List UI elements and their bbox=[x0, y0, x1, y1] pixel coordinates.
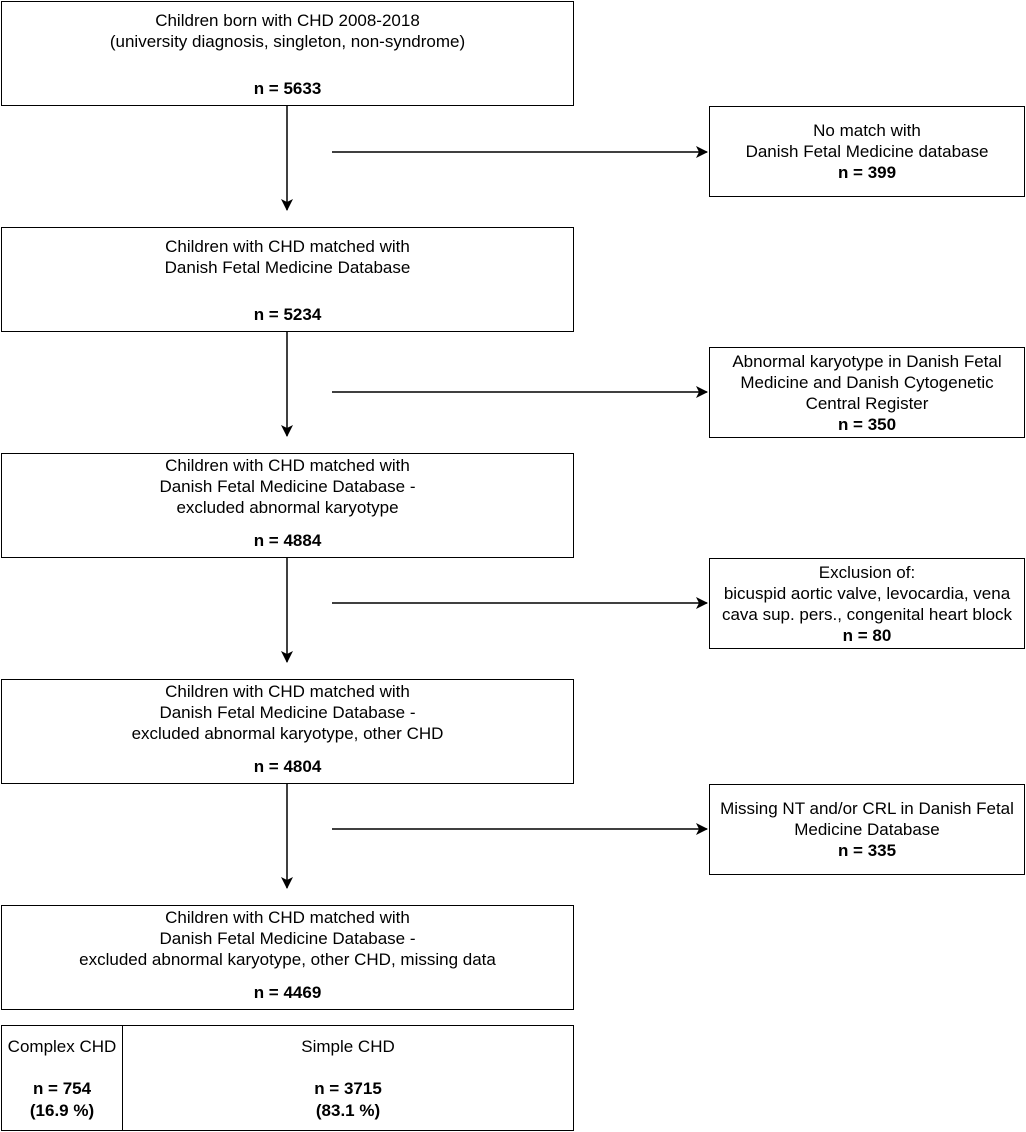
box-text-line: bicuspid aortic valve, levocardia, vena bbox=[723, 583, 1011, 603]
complex-chd-label: Complex CHD bbox=[7, 1037, 117, 1056]
box-text-line: Children with CHD matched with bbox=[165, 682, 410, 701]
box-text-line: No match with bbox=[813, 121, 921, 140]
box-excluded-missing-data: Children with CHD matched with Danish Fe… bbox=[1, 905, 574, 1010]
box-born-with-chd: Children born with CHD 2008-2018 (univer… bbox=[1, 1, 574, 106]
box-text-line: Danish Fetal Medicine Database - bbox=[159, 477, 416, 496]
box-count: n = 335 bbox=[837, 841, 897, 860]
box-exclusion-other: Exclusion of: bicuspid aortic valve, lev… bbox=[709, 558, 1025, 649]
box-text-line: Missing NT and/or CRL in Danish Fetal bbox=[720, 799, 1014, 818]
box-excluded-other-chd: Children with CHD matched with Danish Fe… bbox=[1, 679, 574, 784]
box-text-line: Children born with CHD 2008-2018 bbox=[155, 11, 420, 30]
simple-chd-count: n = 3715 bbox=[314, 1079, 382, 1098]
box-text-line: Danish Fetal Medicine Database bbox=[164, 258, 411, 277]
box-text-line: cava sup. pers., congenital heart block bbox=[721, 604, 1013, 624]
box-no-match: No match with Danish Fetal Medicine data… bbox=[709, 106, 1025, 197]
box-text-line: Children with CHD matched with bbox=[165, 908, 410, 927]
box-text-line: excluded abnormal karyotype bbox=[176, 498, 399, 517]
box-chd-split: Complex CHD n = 754 (16.9 %) Simple CHD … bbox=[1, 1025, 574, 1131]
box-matched: Children with CHD matched with Danish Fe… bbox=[1, 227, 574, 332]
box-text-line: Exclusion of: bbox=[818, 562, 916, 582]
box-count: n = 80 bbox=[842, 625, 892, 645]
box-count: n = 399 bbox=[837, 163, 897, 182]
box-abnormal-karyotype: Abnormal karyotype in Danish Fetal Medic… bbox=[709, 347, 1025, 438]
box-count: n = 5633 bbox=[253, 79, 322, 98]
simple-chd-label: Simple CHD bbox=[301, 1037, 395, 1056]
box-missing-nt-crl: Missing NT and/or CRL in Danish Fetal Me… bbox=[709, 784, 1025, 875]
box-text-line: excluded abnormal karyotype, other CHD, … bbox=[79, 950, 496, 969]
box-text-line: Danish Fetal Medicine Database - bbox=[159, 929, 416, 948]
box-count: n = 4469 bbox=[253, 983, 322, 1002]
complex-chd-count: n = 754 bbox=[32, 1079, 92, 1098]
box-count: n = 5234 bbox=[253, 305, 322, 324]
box-count: n = 4804 bbox=[253, 757, 322, 776]
box-text-line: Children with CHD matched with bbox=[165, 456, 410, 475]
complex-chd-percent: (16.9 %) bbox=[29, 1101, 95, 1120]
box-text-line: Medicine Database bbox=[794, 820, 940, 839]
box-text-line: Central Register bbox=[805, 393, 929, 413]
box-text-line: Danish Fetal Medicine database bbox=[745, 142, 989, 161]
box-text-line: excluded abnormal karyotype, other CHD bbox=[131, 724, 444, 743]
box-text-line: Danish Fetal Medicine Database - bbox=[159, 703, 416, 722]
box-text-line: (university diagnosis, singleton, non-sy… bbox=[109, 32, 466, 51]
cell-simple-chd: Simple CHD n = 3715 (83.1 %) bbox=[123, 1026, 573, 1130]
simple-chd-percent: (83.1 %) bbox=[315, 1101, 381, 1120]
box-count: n = 350 bbox=[837, 414, 897, 434]
cell-complex-chd: Complex CHD n = 754 (16.9 %) bbox=[2, 1026, 123, 1130]
box-text-line: Children with CHD matched with bbox=[165, 237, 410, 256]
box-count: n = 4884 bbox=[253, 531, 322, 550]
box-text-line: Abnormal karyotype in Danish Fetal bbox=[732, 351, 1002, 371]
box-excluded-karyotype: Children with CHD matched with Danish Fe… bbox=[1, 453, 574, 558]
box-text-line: Medicine and Danish Cytogenetic bbox=[740, 372, 994, 392]
